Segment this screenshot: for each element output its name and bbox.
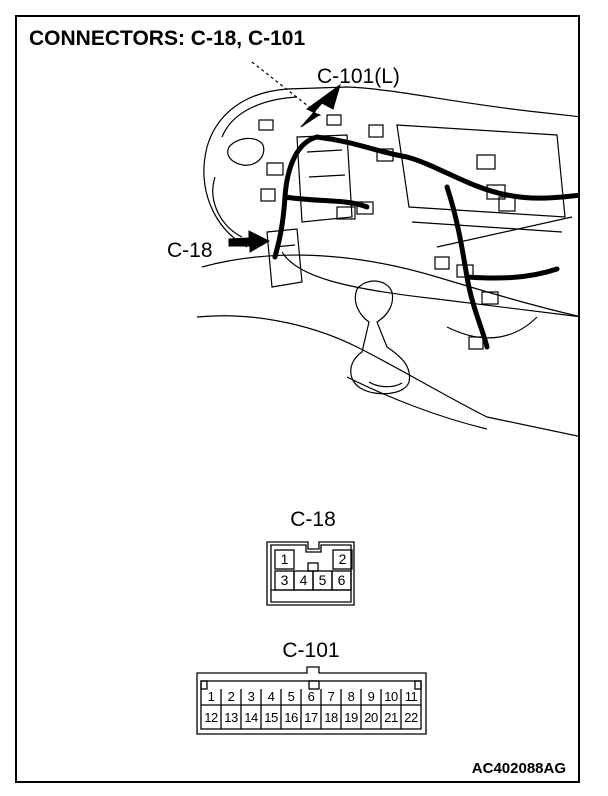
c101-pin-19: 19 (344, 710, 358, 725)
c18-pin-2: 2 (338, 551, 347, 567)
c101-pin-3: 3 (247, 689, 255, 704)
figure-id: AC402088AG (471, 760, 566, 777)
c101-pin-20: 20 (364, 710, 378, 725)
c101-pin-13: 13 (224, 710, 238, 725)
c101-pin-4: 4 (267, 689, 275, 704)
c18-pin-3: 3 (280, 572, 289, 588)
c101-pin-6: 6 (307, 689, 315, 704)
c101-pin-17: 17 (304, 710, 318, 725)
c101-connector-title: C-101 (282, 639, 340, 662)
c101-pin-2: 2 (227, 689, 235, 704)
c101-pin-11: 11 (404, 689, 418, 704)
diagram-frame: CONNECTORS: C-18, C-101 (15, 15, 580, 783)
c101-pin-18: 18 (324, 710, 338, 725)
c101-pin-21: 21 (384, 710, 398, 725)
c101-pin-10: 10 (384, 689, 398, 704)
callout-c18: C-18 (167, 239, 213, 262)
c101-pin-9: 9 (367, 689, 375, 704)
c18-pin-6: 6 (337, 572, 346, 588)
c101-pin-8: 8 (347, 689, 355, 704)
c101-pin-5: 5 (287, 689, 295, 704)
c18-pin-1: 1 (280, 551, 289, 567)
c101-pin-1: 1 (207, 689, 215, 704)
c18-pin-4: 4 (299, 572, 308, 588)
c18-pin-5: 5 (318, 572, 327, 588)
c101-pin-16: 16 (284, 710, 298, 725)
c101-pin-12: 12 (204, 710, 218, 725)
callout-c101: C-101(L) (317, 65, 400, 88)
c18-connector-title: C-18 (290, 508, 336, 531)
c101-pin-14: 14 (244, 710, 258, 725)
c101-pin-22: 22 (404, 710, 418, 725)
page-title: CONNECTORS: C-18, C-101 (29, 27, 306, 50)
c101-pin-15: 15 (264, 710, 278, 725)
harness-illustration (196, 61, 578, 437)
c101-pin-7: 7 (327, 689, 335, 704)
